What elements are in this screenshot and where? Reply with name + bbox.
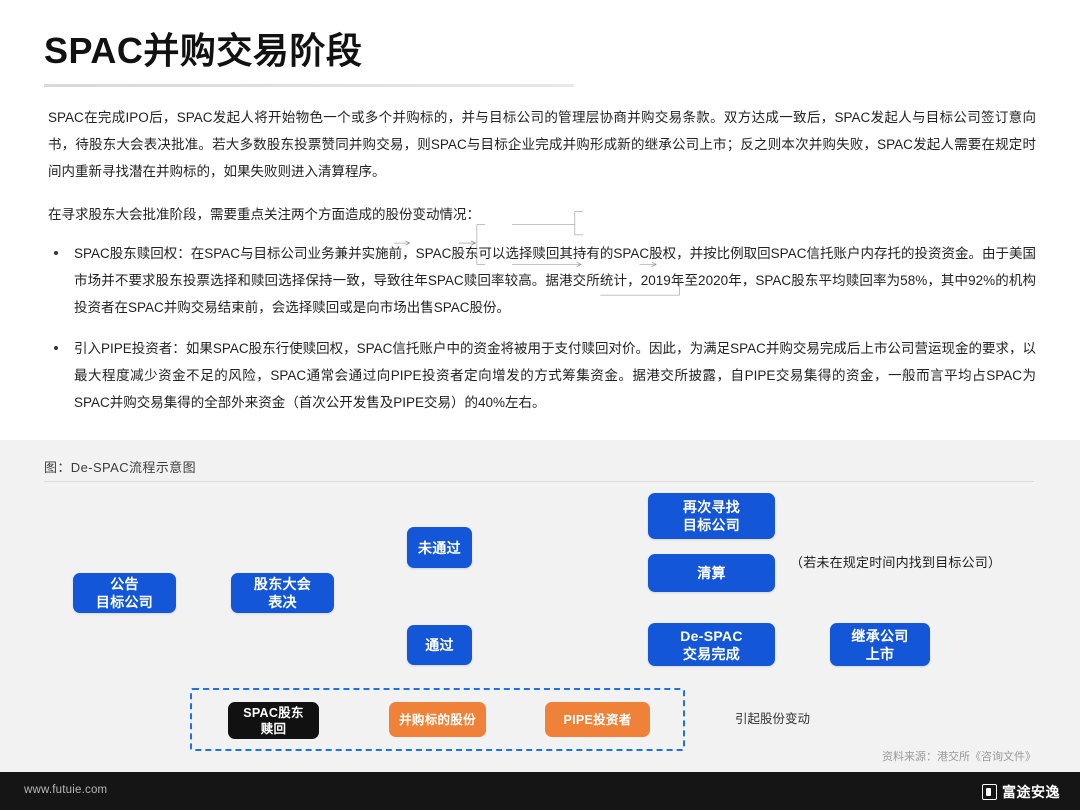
node-line-1: 继承公司 [851,627,909,644]
flow-node-target-shares[interactable]: 并购标的股份 [389,702,486,737]
key-points-list: SPAC股东赎回权：在SPAC与目标公司业务兼并实施前，SPAC股东可以选择赎回… [48,240,1036,416]
flow-edge-label-share-change: 引起股份变动 [735,712,811,726]
flow-node-pipe-investors[interactable]: PIPE投资者 [545,702,650,737]
node-line-1: 再次寻找 [682,499,741,515]
node-line-1: 清算 [697,565,726,581]
flow-node-not-passed[interactable]: 未通过 [407,527,472,568]
list-item-text: 引入PIPE投资者：如果SPAC股东行使赎回权，SPAC信托账户中的资金将被用于… [74,341,1036,410]
article-body: SPAC在完成IPO后，SPAC发起人将开始物色一个或多个并购标的，并与目标公司… [48,104,1036,430]
flow-node-liquidation[interactable]: 清算 [648,554,775,592]
share-change-group-box [190,688,685,751]
node-line-2: 交易完成 [682,645,741,662]
figure-panel: 图：De-SPAC流程示意图 [0,440,1080,772]
futu-logo-icon [982,784,997,800]
flow-note-timeout: （若未在规定时间内找到目标公司） [790,555,1002,570]
flow-node-despac-complete[interactable]: De-SPAC 交易完成 [648,623,775,666]
node-line-2: 上市 [865,645,895,662]
figure-caption-divider [44,481,1034,482]
brand-name-label: 富途安逸 [1002,784,1060,800]
flow-node-passed[interactable]: 通过 [407,625,472,665]
node-line-1: 未通过 [418,539,461,556]
list-item: 引入PIPE投资者：如果SPAC股东行使赎回权，SPAC信托账户中的资金将被用于… [48,335,1036,416]
figure-source: 资料来源：港交所《咨询文件》 [882,751,1036,763]
bullet-dot-icon [54,251,58,255]
list-item: SPAC股东赎回权：在SPAC与目标公司业务兼并实施前，SPAC股东可以选择赎回… [48,240,1036,321]
list-item-text: SPAC股东赎回权：在SPAC与目标公司业务兼并实施前，SPAC股东可以选择赎回… [74,246,1036,315]
node-line-1: 通过 [425,637,454,653]
flow-node-spac-shareholder-redemption[interactable]: SPAC股东 赎回 [228,702,319,739]
title-divider [44,84,574,87]
node-line-1: 并购标的股份 [399,712,476,727]
flow-node-search-again[interactable]: 再次寻找 目标公司 [648,493,775,539]
node-line-2: 赎回 [260,721,287,736]
footer-website-url[interactable]: www.futuie.com [24,784,108,796]
node-line-1: PIPE投资者 [563,712,632,727]
bullet-dot-icon [54,346,58,350]
flow-node-successor-listing[interactable]: 继承公司 上市 [830,623,930,666]
node-line-1: 公告 [110,576,139,592]
node-line-1: De-SPAC [680,627,743,644]
node-line-1: 股东大会 [253,576,312,592]
flow-node-announce-target[interactable]: 公告 目标公司 [73,573,176,613]
paragraph-lead-in: 在寻求股东大会批准阶段，需要重点关注两个方面造成的股份变动情况： [48,207,480,222]
node-line-2: 目标公司 [682,517,741,533]
page-footer: www.futuie.com 富途安逸 [0,772,1080,810]
node-line-1: SPAC股东 [243,705,304,720]
node-line-2: 表决 [268,594,297,610]
page-title: SPAC并购交易阶段 [44,30,363,71]
brand-logo: 富途安逸 [982,782,1060,802]
flow-node-shareholder-meeting[interactable]: 股东大会 表决 [231,573,334,613]
figure-caption: 图：De-SPAC流程示意图 [44,460,196,475]
node-line-2: 目标公司 [95,594,154,610]
paragraph-intro: SPAC在完成IPO后，SPAC发起人将开始物色一个或多个并购标的，并与目标公司… [48,110,1036,179]
flow-connectors [394,211,1080,296]
